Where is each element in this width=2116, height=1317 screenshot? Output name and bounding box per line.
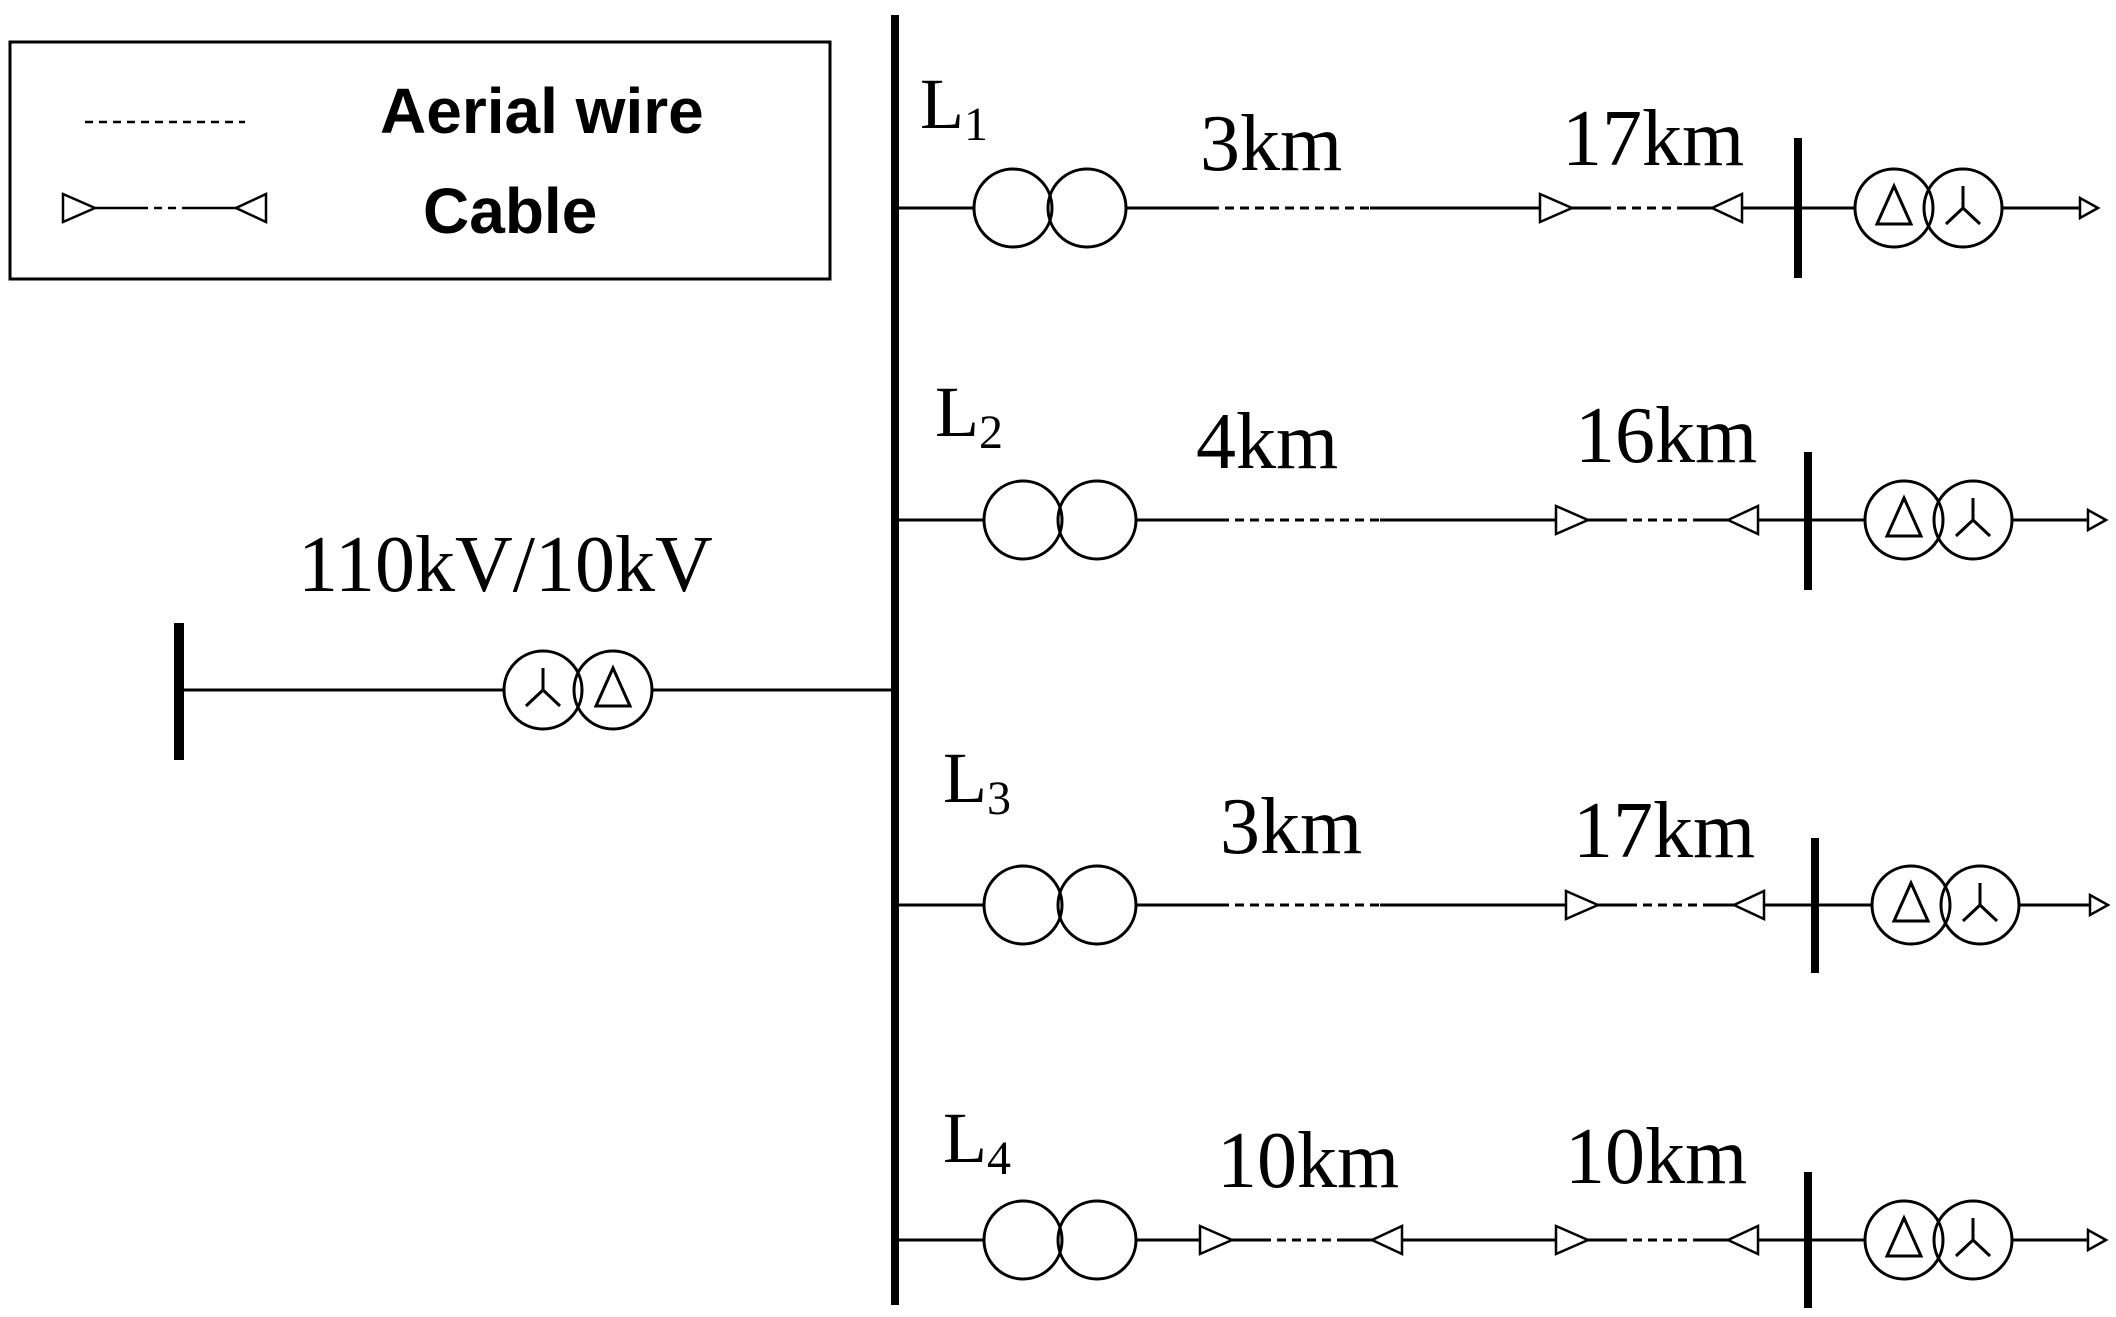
cable-terminal-icon [1554,504,1592,536]
two-circle-transformer-icon [982,864,1138,946]
source-transformer-label: 110kV/10kV [298,521,713,609]
legend-box [8,40,832,281]
cable-terminal-icon [1731,889,1766,921]
cable-terminal-icon [1564,889,1602,921]
load-arrow-icon [2086,507,2109,533]
cable-terminal-icon [1369,1224,1404,1256]
cable-terminal-icon [61,192,99,224]
two-circle-transformer-icon [972,167,1128,249]
cable-length-label: 17km [1573,787,1755,875]
delta-wye-transformer-icon [502,649,654,731]
cable-length-label: 16km [1575,392,1757,480]
cable-length-label: 10km [1565,1113,1747,1201]
feeder-label: L3 [943,738,1011,825]
two-circle-transformer-icon [982,479,1138,561]
load-arrow-icon [2078,195,2101,221]
load-arrow-icon [2088,892,2111,918]
delta-wye-transformer-icon [1870,864,2021,946]
legend: Aerial wire Cable [8,40,832,281]
first-cable-length-label: 10km [1217,1117,1399,1205]
delta-wye-transformer-icon [1863,479,2014,561]
aerial-length-label: 4km [1196,398,1338,486]
load-arrow-icon [2086,1227,2109,1253]
cable-terminal-icon [1709,192,1744,224]
source-branch: 110kV/10kV [174,521,893,760]
cable-terminal-icon [1725,504,1760,536]
cable-length-label: 17km [1562,95,1744,183]
feeder-l3: L3 3km 17km [895,738,2111,973]
legend-aerial-wire-label: Aerial wire [380,75,704,147]
feeder-label: L4 [943,1098,1011,1185]
delta-wye-transformer-icon [1863,1199,2014,1281]
cable-terminal-icon [1198,1224,1236,1256]
feeder-l1: L1 3km 17km [895,64,2101,278]
delta-wye-transformer-icon [1853,167,2004,249]
feeder-label: L2 [935,372,1003,459]
legend-cable-symbol [61,192,268,224]
cable-terminal-icon [1538,192,1576,224]
aerial-length-label: 3km [1220,783,1362,871]
cable-terminal-icon [1725,1224,1760,1256]
legend-cable-label: Cable [423,175,597,247]
feeder-l2: L2 4km 16km [895,372,2109,590]
cable-terminal-icon [233,192,268,224]
feeder-l4: L4 10km 10km [895,1098,2109,1308]
cable-terminal-icon [1554,1224,1592,1256]
two-circle-transformer-icon [982,1199,1138,1281]
aerial-length-label: 3km [1200,100,1342,188]
feeder-label: L1 [920,64,988,151]
